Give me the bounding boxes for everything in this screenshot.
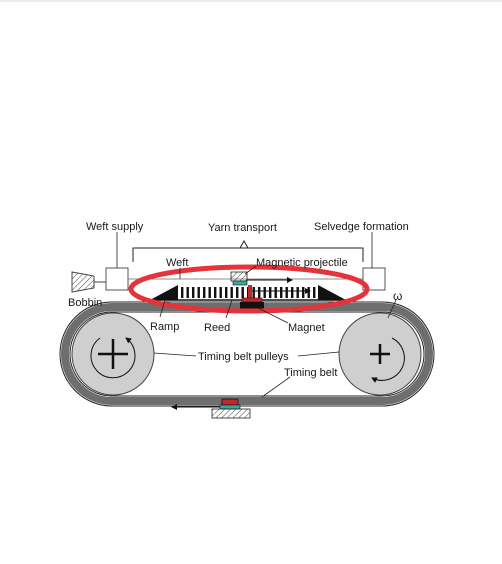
right-pulley-rotation-arrow <box>371 337 405 383</box>
left-ramp <box>150 285 178 300</box>
label-ramp: Ramp <box>150 321 179 333</box>
reed-tooth <box>302 287 305 298</box>
right-pulley-axle-icon <box>370 344 390 364</box>
label-timing-belt-pulleys: Timing belt pulleys <box>198 351 289 363</box>
reed-tooth <box>291 287 294 298</box>
left-pulley-axle-icon <box>98 339 128 369</box>
left-pulley <box>71 312 155 396</box>
reed-tooth <box>230 287 233 298</box>
reed-tooth <box>225 287 228 298</box>
label-weft-supply: Weft supply <box>86 221 144 233</box>
right-pulley <box>338 312 422 396</box>
highlight-ellipse <box>128 264 370 314</box>
reed-tooth <box>214 287 217 298</box>
reed-tooth <box>208 287 211 298</box>
reed-tooth <box>258 287 261 298</box>
yarn-transport-bracket <box>132 239 364 262</box>
reed-tooth <box>274 287 277 298</box>
reed-tooth <box>186 287 189 298</box>
reed-tooth <box>203 287 206 298</box>
label-yarn-transport: Yarn transport <box>208 222 277 234</box>
reed-tooth <box>181 287 184 298</box>
right-ramp <box>318 285 346 300</box>
label-reed: Reed <box>204 322 230 334</box>
bobbin-icon <box>71 271 106 293</box>
leader-lines <box>116 232 397 398</box>
reed-tooth <box>197 287 200 298</box>
reed-tooth <box>219 287 222 298</box>
lower-carrier <box>171 398 251 419</box>
reed-tooth <box>280 287 283 298</box>
reed-tooth <box>296 287 299 298</box>
label-magnetic-projectile: Magnetic projectile <box>256 257 348 269</box>
label-magnet: Magnet <box>288 322 325 334</box>
label-selvedge-formation: Selvedge formation <box>314 221 409 233</box>
reed-tooth <box>252 287 255 298</box>
label-omega: ω <box>393 289 402 303</box>
label-timing-belt: Timing belt <box>284 367 337 379</box>
reed-tooth <box>236 287 239 298</box>
label-weft: Weft <box>166 257 188 269</box>
reed-tooth <box>307 287 310 298</box>
label-bobbin: Bobbin <box>68 297 102 309</box>
magnet <box>240 285 264 309</box>
reed-tooth <box>241 287 244 298</box>
reed-tooth <box>313 287 316 298</box>
reed-tooth <box>285 287 288 298</box>
reed-tooth <box>269 287 272 298</box>
timing-belt-loop <box>59 301 435 407</box>
left-pulley-rotation-arrow <box>90 337 136 379</box>
reed-tooth <box>192 287 195 298</box>
magnetic-projectile <box>230 271 311 294</box>
weft-supply-box <box>105 267 129 291</box>
reed-tooth <box>263 287 266 298</box>
